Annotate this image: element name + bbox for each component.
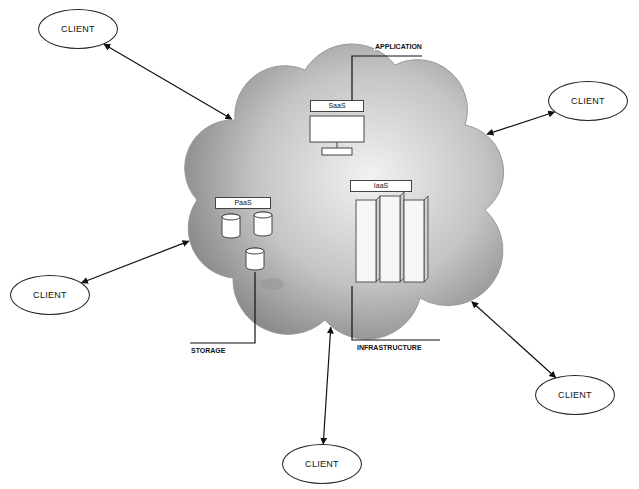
client-label: CLIENT xyxy=(33,290,67,300)
double-arrow xyxy=(472,302,556,378)
service-heading: PaaS xyxy=(234,199,251,207)
server-side xyxy=(424,196,428,282)
double-arrow xyxy=(82,241,189,283)
client-ellipse: CLIENT xyxy=(535,375,615,415)
database-top xyxy=(246,248,264,254)
component-label: STORAGE xyxy=(190,347,227,354)
cloud-region: SaaS PaaS IaaS xyxy=(175,30,505,335)
server-side xyxy=(376,196,380,282)
database-cylinder xyxy=(254,212,272,236)
service-box: IaaS xyxy=(350,180,412,192)
database-cylinder xyxy=(222,214,240,238)
component-label: APPLICATION xyxy=(374,43,423,50)
service-heading: IaaS xyxy=(374,182,388,190)
double-arrow xyxy=(104,44,232,119)
cloud-shape xyxy=(175,30,505,335)
client-ellipse: CLIENT xyxy=(548,81,628,121)
application-base xyxy=(322,148,352,155)
client-label: CLIENT xyxy=(305,459,339,469)
client-label: CLIENT xyxy=(571,96,605,106)
client-label: CLIENT xyxy=(558,390,592,400)
client-label: CLIENT xyxy=(61,24,95,34)
server-tower xyxy=(356,200,376,282)
component-label: INFRASTRUCTURE xyxy=(356,344,423,351)
cloud-outline xyxy=(185,44,504,339)
service-heading: SaaS xyxy=(328,102,345,110)
client-ellipse: CLIENT xyxy=(10,275,90,315)
database-top xyxy=(254,212,272,218)
server-tower xyxy=(380,196,400,282)
application-window xyxy=(310,116,364,142)
infrastructure-figure xyxy=(356,192,428,282)
application-stem xyxy=(337,142,338,148)
database-cylinder xyxy=(246,248,264,270)
double-arrow xyxy=(323,327,330,444)
client-ellipse: CLIENT xyxy=(38,9,118,49)
database-top xyxy=(222,214,240,220)
service-box: PaaS xyxy=(215,197,271,209)
storage-shadow xyxy=(260,278,284,290)
server-side xyxy=(400,192,404,282)
service-box: SaaS xyxy=(310,100,364,112)
client-ellipse: CLIENT xyxy=(282,444,362,484)
server-tower xyxy=(404,200,424,282)
double-arrow xyxy=(487,112,554,134)
